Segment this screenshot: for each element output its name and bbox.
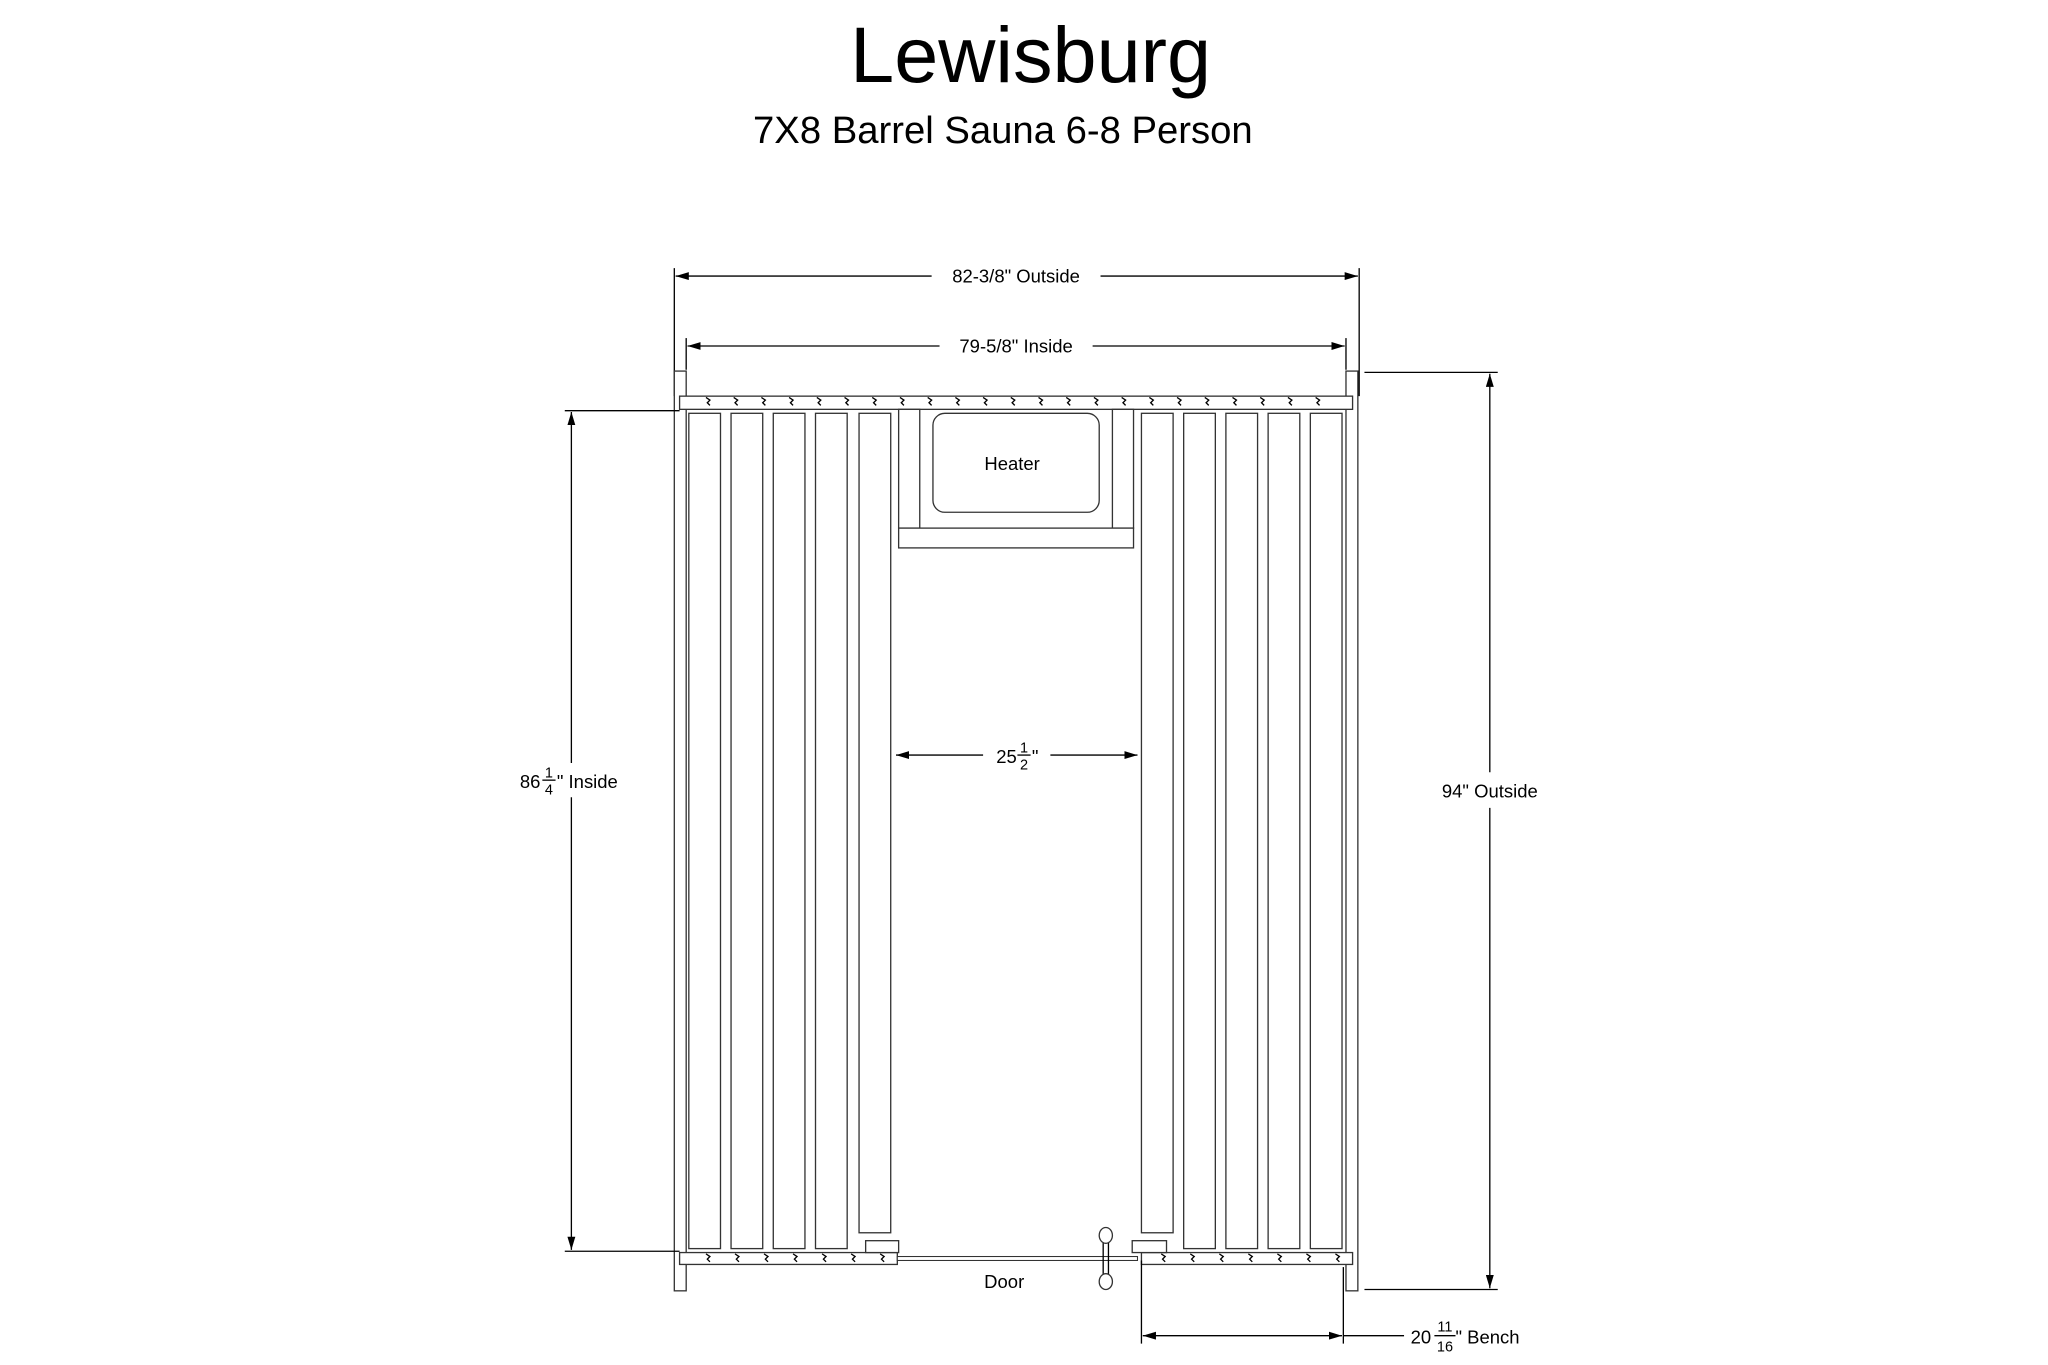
inside-width-dimension: 79-5/8" Inside <box>685 336 1347 370</box>
inside-length-whole: 86 <box>520 771 541 792</box>
heater <box>932 412 1100 513</box>
bench-slat <box>1140 412 1174 1234</box>
outside-width-dimension: 82-3/8" Outside <box>673 266 1360 397</box>
bench-slat <box>858 412 892 1234</box>
inside-length-numerator: 1 <box>545 766 553 782</box>
bench-slat <box>688 412 722 1250</box>
aisle-numerator: 1 <box>1020 740 1028 756</box>
bench-slat <box>1267 412 1301 1250</box>
aisle-width-dimension: 25 1 2 " <box>896 740 1138 774</box>
bench-slat <box>772 412 806 1250</box>
left-wall-post <box>673 370 687 1292</box>
front-wall-staves <box>678 1251 1354 1266</box>
back-wall-staves <box>678 395 1354 411</box>
bench-slat <box>814 412 848 1250</box>
door-label: Door <box>984 1271 1024 1292</box>
bench-numerator: 11 <box>1437 1320 1452 1336</box>
bench-denominator: 16 <box>1437 1340 1453 1356</box>
aisle-suffix: " <box>1032 746 1039 767</box>
outside-length-dimension: 94" Outside <box>1364 371 1538 1291</box>
bench-slat <box>730 412 764 1250</box>
right-wall-post <box>1345 370 1359 1292</box>
inside-width-label: 79-5/8" Inside <box>959 336 1072 357</box>
drawing-subtitle: 7X8 Barrel Sauna 6-8 Person <box>753 109 1253 152</box>
outside-width-label: 82-3/8" Outside <box>952 266 1080 287</box>
heater-enclosure: Heater <box>897 408 1135 549</box>
bench-suffix: " Bench <box>1456 1327 1520 1348</box>
inside-length-denominator: 4 <box>545 783 553 799</box>
drawing-title: Lewisburg <box>850 10 1211 99</box>
heater-label: Heater <box>984 453 1039 474</box>
bench-slat <box>1309 412 1343 1250</box>
outside-length-label: 94" Outside <box>1442 780 1538 801</box>
door-handle <box>1098 1226 1114 1244</box>
bench-slat <box>1225 412 1259 1250</box>
bench-slats <box>688 412 1343 1250</box>
aisle-denominator: 2 <box>1020 758 1028 774</box>
door: Door <box>864 1226 1168 1292</box>
inside-length-dimension: 86 1 4 " Inside <box>520 410 680 1252</box>
bench-slat <box>1183 412 1216 1250</box>
inside-length-suffix: " Inside <box>557 771 618 792</box>
bench-width-dimension: 20 11 16 " Bench <box>1140 1260 1520 1356</box>
bench-whole: 20 <box>1411 1327 1432 1348</box>
aisle-whole: 25 <box>996 746 1017 767</box>
